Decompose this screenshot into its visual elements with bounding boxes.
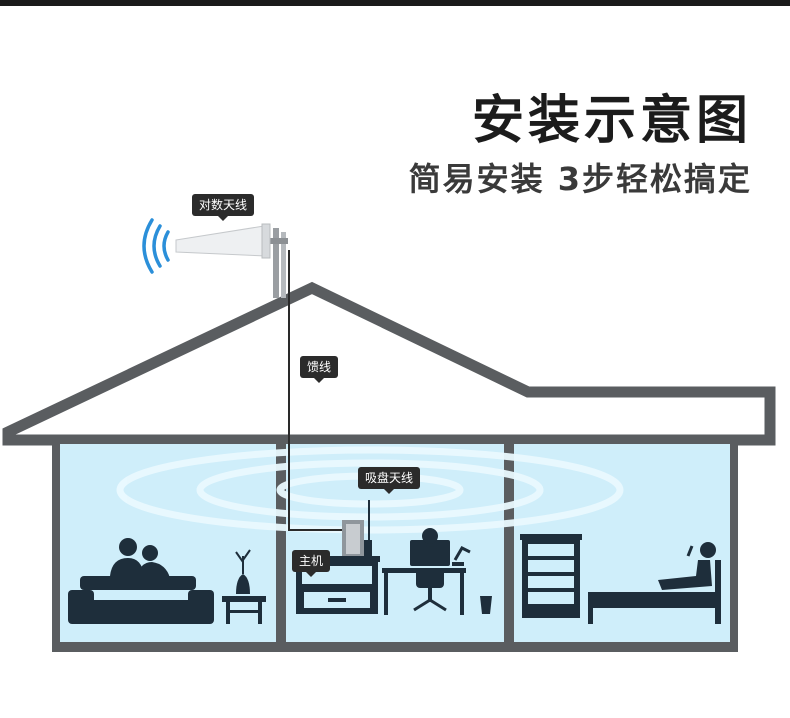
- label-outdoor-antenna: 对数天线: [192, 194, 255, 221]
- dresser: [520, 534, 582, 618]
- outdoor-signal-icon: [142, 218, 170, 274]
- repeater-host-device: [342, 500, 372, 556]
- top-border: [0, 0, 790, 6]
- feeder-cable: [288, 250, 344, 531]
- page-subtitle: 简易安装 3步轻松搞定: [408, 160, 752, 198]
- house-roof: [2, 281, 776, 446]
- bed-with-person: [588, 542, 721, 624]
- label-indoor-antenna: 吸盘天线: [358, 467, 421, 494]
- side-table-with-vase: [222, 549, 266, 624]
- label-host: 主机: [292, 550, 331, 577]
- outdoor-antenna: [175, 223, 288, 298]
- page-title: 安装示意图: [471, 91, 752, 151]
- label-feeder-cable: 馈线: [300, 356, 339, 383]
- desk-with-person: [382, 528, 492, 615]
- couch-with-couple: [68, 538, 214, 624]
